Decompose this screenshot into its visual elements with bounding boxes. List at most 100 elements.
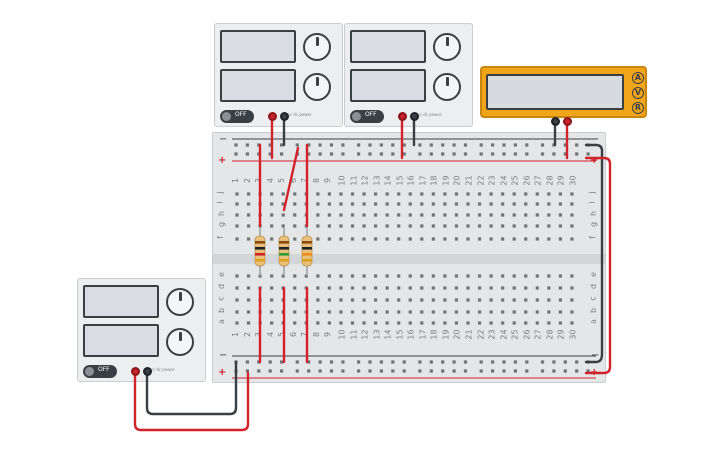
breadboard-hole[interactable]: [235, 321, 239, 325]
breadboard-hole[interactable]: [280, 360, 284, 364]
breadboard-hole[interactable]: [235, 192, 239, 196]
breadboard-hole[interactable]: [339, 321, 343, 325]
breadboard-hole[interactable]: [525, 369, 529, 373]
breadboard-hole[interactable]: [489, 286, 493, 290]
breadboard-hole[interactable]: [479, 143, 483, 147]
breadboard-hole[interactable]: [329, 369, 334, 373]
breadboard-hole[interactable]: [463, 152, 468, 156]
resistor-3[interactable]: [301, 228, 313, 276]
breadboard-hole[interactable]: [235, 298, 239, 302]
breadboard-hole[interactable]: [295, 143, 299, 147]
breadboard-hole[interactable]: [339, 310, 343, 314]
breadboard-hole[interactable]: [552, 360, 556, 364]
breadboard-hole[interactable]: [443, 192, 447, 196]
breadboard-hole[interactable]: [489, 202, 493, 206]
breadboard-hole[interactable]: [443, 274, 447, 278]
breadboard-hole[interactable]: [339, 286, 343, 290]
breadboard-hole[interactable]: [329, 143, 334, 147]
psu-top-right-positive-terminal[interactable]: [398, 112, 407, 121]
psu-top-right-negative-terminal[interactable]: [410, 112, 419, 121]
breadboard-hole[interactable]: [397, 213, 401, 217]
breadboard-hole[interactable]: [501, 310, 505, 314]
breadboard-hole[interactable]: [418, 152, 422, 156]
breadboard-hole[interactable]: [329, 152, 334, 156]
breadboard-hole[interactable]: [466, 321, 470, 325]
breadboard-hole[interactable]: [246, 298, 251, 302]
breadboard-hole[interactable]: [329, 360, 334, 364]
breadboard-hole[interactable]: [397, 321, 401, 325]
breadboard-hole[interactable]: [385, 274, 389, 278]
breadboard-hole[interactable]: [281, 274, 285, 278]
breadboard-hole[interactable]: [362, 274, 366, 278]
breadboard-hole[interactable]: [379, 369, 383, 373]
breadboard-hole[interactable]: [547, 274, 551, 278]
current-knob[interactable]: [433, 33, 461, 61]
breadboard-hole[interactable]: [418, 143, 422, 147]
breadboard-hole[interactable]: [570, 237, 574, 241]
breadboard-hole[interactable]: [327, 286, 331, 290]
breadboard-hole[interactable]: [270, 321, 274, 325]
breadboard-hole[interactable]: [246, 310, 251, 314]
breadboard-hole[interactable]: [501, 224, 505, 228]
breadboard-hole[interactable]: [570, 192, 574, 196]
breadboard-hole[interactable]: [535, 202, 539, 206]
breadboard-hole[interactable]: [477, 286, 482, 290]
breadboard-hole[interactable]: [513, 369, 517, 373]
breadboard-hole[interactable]: [479, 369, 483, 373]
breadboard-hole[interactable]: [307, 360, 311, 364]
breadboard-hole[interactable]: [535, 286, 539, 290]
breadboard-hole[interactable]: [524, 298, 528, 302]
breadboard-hole[interactable]: [477, 310, 482, 314]
voltage-knob[interactable]: [303, 73, 331, 101]
breadboard-hole[interactable]: [431, 237, 435, 241]
breadboard-hole[interactable]: [501, 274, 505, 278]
breadboard-hole[interactable]: [245, 369, 249, 373]
breadboard-hole[interactable]: [525, 143, 529, 147]
breadboard-hole[interactable]: [402, 360, 406, 364]
breadboard-hole[interactable]: [431, 298, 435, 302]
breadboard-hole[interactable]: [374, 286, 378, 290]
breadboard-hole[interactable]: [512, 224, 516, 228]
breadboard-hole[interactable]: [362, 286, 366, 290]
breadboard-hole[interactable]: [379, 152, 383, 156]
psu-top-left-negative-terminal[interactable]: [280, 112, 289, 121]
breadboard-hole[interactable]: [293, 286, 297, 290]
breadboard-hole[interactable]: [408, 192, 412, 196]
breadboard-hole[interactable]: [295, 360, 299, 364]
breadboard-hole[interactable]: [570, 202, 574, 206]
breadboard-hole[interactable]: [501, 298, 505, 302]
breadboard-hole[interactable]: [341, 143, 345, 147]
breadboard-hole[interactable]: [489, 310, 493, 314]
breadboard-hole[interactable]: [525, 360, 529, 364]
breadboard-hole[interactable]: [463, 143, 468, 147]
breadboard-hole[interactable]: [463, 360, 468, 364]
breadboard-hole[interactable]: [575, 369, 579, 373]
breadboard-hole[interactable]: [466, 237, 470, 241]
breadboard-hole[interactable]: [235, 237, 239, 241]
breadboard-hole[interactable]: [524, 213, 528, 217]
breadboard-hole[interactable]: [586, 369, 590, 373]
breadboard-hole[interactable]: [420, 224, 424, 228]
breadboard-hole[interactable]: [552, 369, 556, 373]
multimeter-com-terminal[interactable]: [551, 117, 560, 126]
breadboard-hole[interactable]: [268, 152, 272, 156]
breadboard-hole[interactable]: [512, 237, 516, 241]
breadboard-hole[interactable]: [570, 224, 574, 228]
breadboard-hole[interactable]: [280, 143, 284, 147]
breadboard-hole[interactable]: [489, 213, 493, 217]
breadboard-hole[interactable]: [316, 286, 320, 290]
breadboard-hole[interactable]: [350, 213, 355, 217]
breadboard-hole[interactable]: [293, 310, 297, 314]
breadboard-hole[interactable]: [420, 286, 424, 290]
current-knob[interactable]: [303, 33, 331, 61]
breadboard-hole[interactable]: [535, 237, 539, 241]
breadboard-hole[interactable]: [443, 237, 447, 241]
breadboard-hole[interactable]: [339, 274, 343, 278]
breadboard-hole[interactable]: [512, 310, 516, 314]
breadboard-hole[interactable]: [362, 192, 366, 196]
breadboard-hole[interactable]: [489, 321, 493, 325]
breadboard-hole[interactable]: [512, 298, 516, 302]
breadboard-hole[interactable]: [245, 143, 249, 147]
current-knob[interactable]: [166, 288, 194, 316]
breadboard-hole[interactable]: [316, 192, 320, 196]
